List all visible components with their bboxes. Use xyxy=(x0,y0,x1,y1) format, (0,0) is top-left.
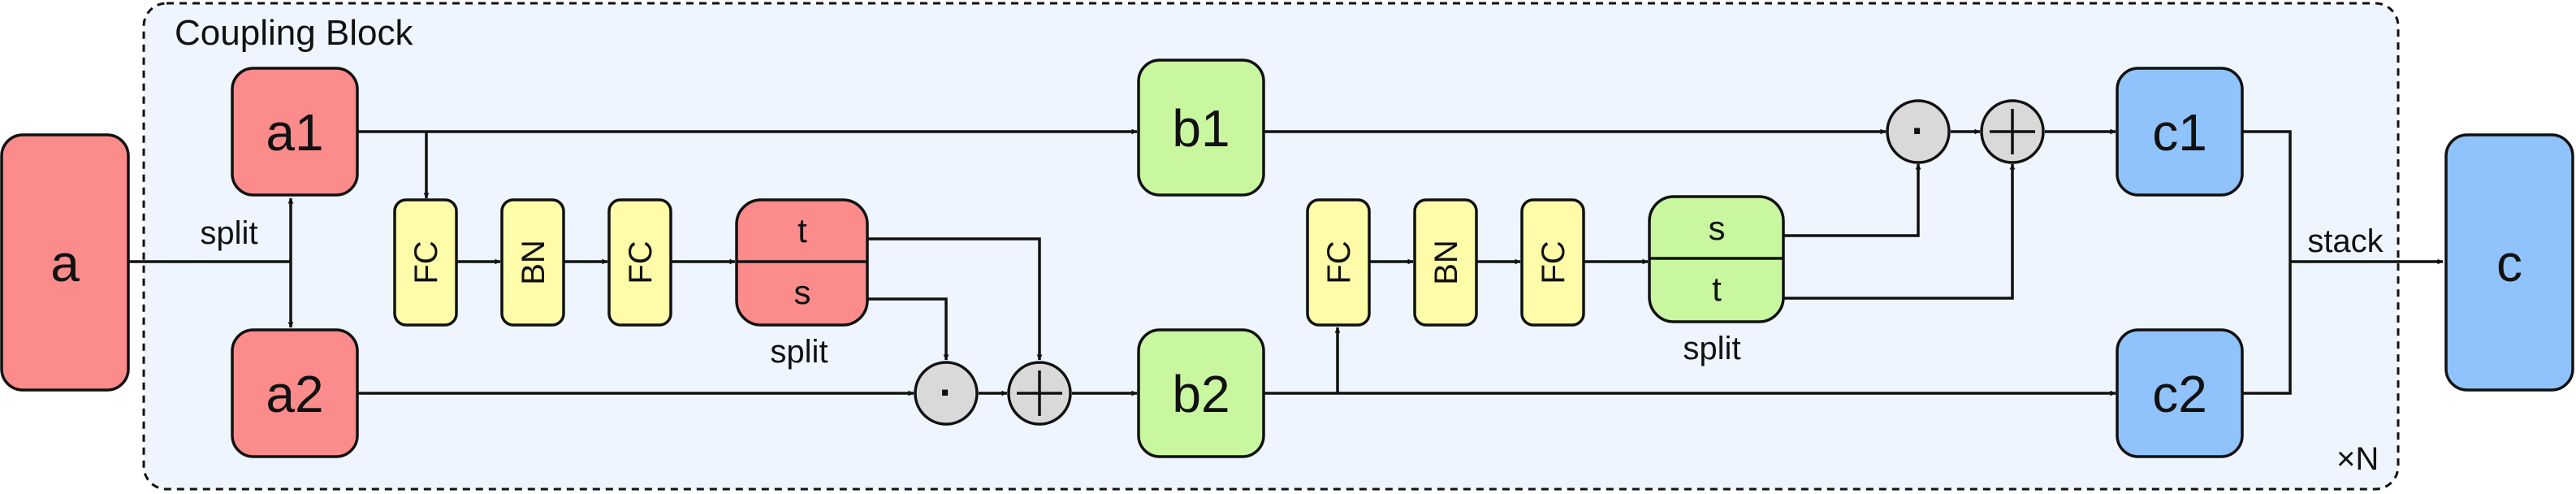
node-a1 xyxy=(231,67,359,197)
add-op-2 xyxy=(1980,99,2045,164)
node-a2-label: a2 xyxy=(266,365,323,423)
node-b2 xyxy=(1137,328,1265,458)
net2-bn xyxy=(1413,198,1478,327)
net2: FC BN FC s t split xyxy=(1306,195,1785,366)
mul-op-1: · xyxy=(914,361,979,426)
net2-fc2-label: FC xyxy=(1536,240,1571,284)
mul-op-1-glyph: · xyxy=(940,370,953,415)
node-b1 xyxy=(1137,58,1265,197)
node-c1-label: c1 xyxy=(2152,103,2207,162)
node-a1-label: a1 xyxy=(266,103,323,162)
net1: FC BN FC t s split xyxy=(393,198,869,370)
net2-bottom-label: t xyxy=(1712,270,1722,308)
node-c xyxy=(2444,133,2574,392)
coupling-block-title: Coupling Block xyxy=(175,13,413,53)
node-c-label: c xyxy=(2496,234,2522,292)
mul-op-2: · xyxy=(1886,99,1951,164)
stack-label: stack xyxy=(2307,223,2384,259)
repeat-label: ×N xyxy=(2336,441,2379,477)
edge-t-add-2 xyxy=(1783,163,2016,300)
net1-bottom-label: s xyxy=(794,273,811,311)
edge-t-add-1 xyxy=(867,237,1043,361)
net1-split-caption: split xyxy=(770,334,828,370)
edge-s-mul-1 xyxy=(867,297,949,361)
net2-split-caption: split xyxy=(1683,331,1740,366)
net1-fc1 xyxy=(393,198,458,327)
node-a xyxy=(0,133,130,392)
split-label: split xyxy=(200,215,257,251)
node-a-label: a xyxy=(50,234,80,292)
node-b2-label: b2 xyxy=(1172,365,1230,423)
net1-top-label: t xyxy=(797,211,807,249)
stack-edges xyxy=(2242,130,2444,395)
coupling-block-panel xyxy=(142,2,2400,491)
net1-fc1-label: FC xyxy=(408,240,444,284)
net2-top-label: s xyxy=(1709,209,1726,247)
node-b1-label: b1 xyxy=(1172,99,1230,158)
net2-fc1-label: FC xyxy=(1321,240,1357,284)
net2-bn-label: BN xyxy=(1428,240,1464,285)
split-edges xyxy=(128,197,294,328)
node-c2-label: c2 xyxy=(2152,365,2207,423)
node-a2 xyxy=(231,328,359,458)
net1-bn-label: BN xyxy=(516,240,551,285)
net2-fc1 xyxy=(1306,198,1371,327)
node-c2 xyxy=(2116,328,2244,458)
edge-s-mul-2 xyxy=(1783,163,1921,237)
net1-fc2 xyxy=(607,198,672,327)
net1-bn xyxy=(500,198,565,327)
net2-fc2 xyxy=(1520,198,1585,327)
node-c1 xyxy=(2116,67,2244,197)
net1-fc2-label: FC xyxy=(623,240,659,284)
mul-op-2-glyph: · xyxy=(1912,108,1926,154)
add-op-1 xyxy=(1007,361,1072,426)
